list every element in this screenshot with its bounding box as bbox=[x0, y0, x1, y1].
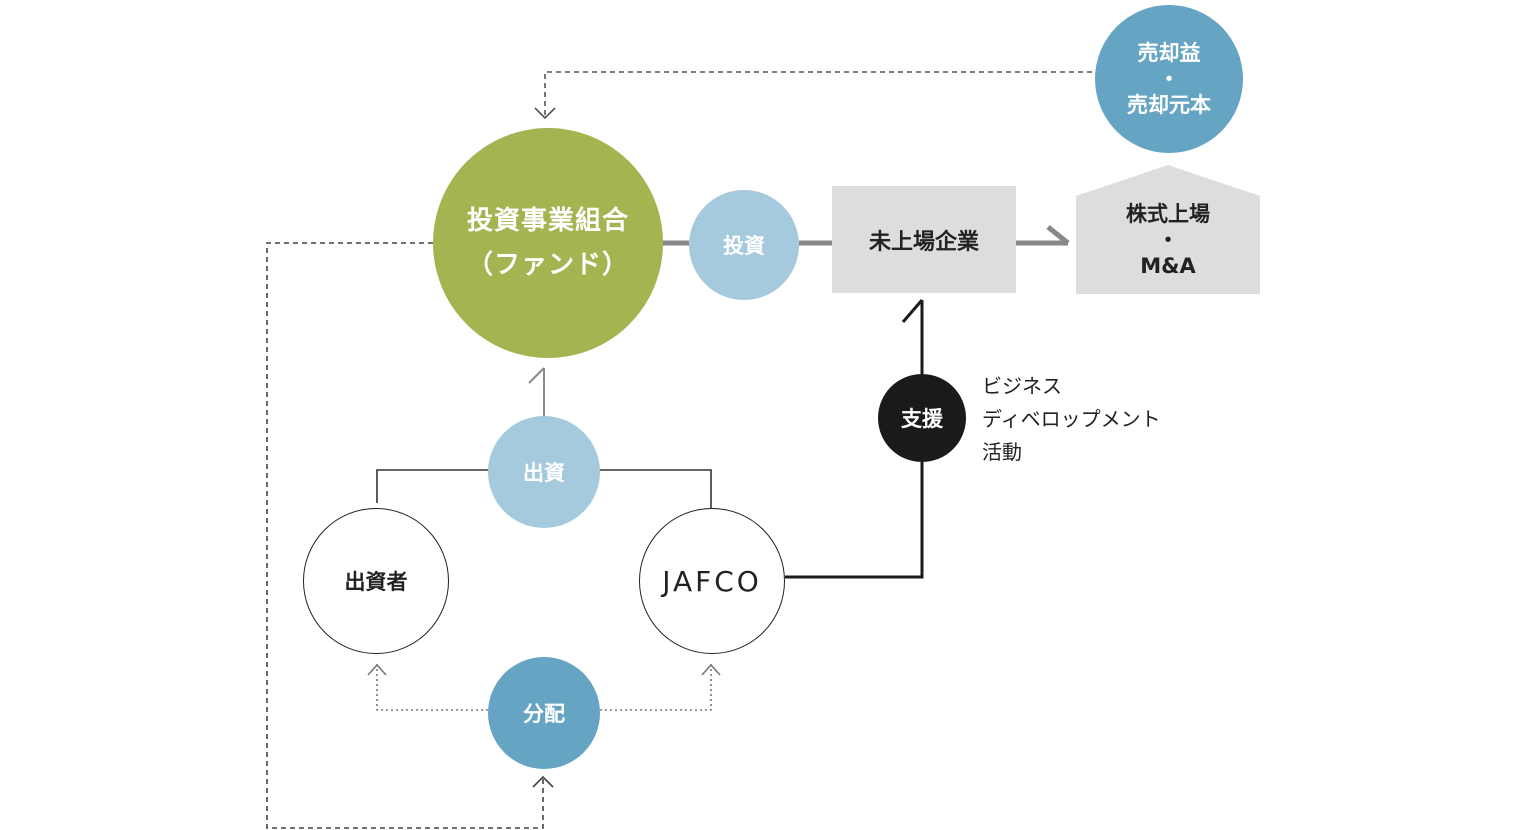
listing-ma-house: 株式上場 ・ M&A bbox=[1076, 165, 1260, 294]
support-note-line3: 活動 bbox=[982, 440, 1022, 464]
distribution-node: 分配 bbox=[488, 657, 600, 769]
business-development-note: ビジネス ディベロップメント 活動 bbox=[982, 370, 1161, 469]
fund-label-line2: （ファンド） bbox=[466, 250, 629, 280]
proceeds-label-line2: 売却元本 bbox=[1127, 93, 1211, 117]
listing-label-line1: 株式上場 bbox=[1126, 201, 1210, 226]
contribution-label: 出資 bbox=[523, 461, 565, 485]
fund-label-line1: 投資事業組合 bbox=[466, 206, 629, 236]
fund-to-distribution-arrowhead bbox=[532, 775, 554, 788]
distribution-to-jafco-dotted-line bbox=[600, 664, 712, 711]
unlisted-company-box: 未上場企業 bbox=[832, 186, 1016, 293]
investor-label: 出資者 bbox=[344, 570, 408, 594]
proceeds-node: 売却益 ・ 売却元本 bbox=[1095, 5, 1243, 153]
investor-node: 出資者 bbox=[303, 508, 449, 654]
support-node: 支援 bbox=[878, 374, 966, 462]
jafco-node: JAFCO bbox=[639, 508, 785, 654]
contribution-node: 出資 bbox=[488, 416, 600, 528]
proceeds-label-line1: 売却益 bbox=[1137, 41, 1201, 65]
fund-node: 投資事業組合 （ファンド） bbox=[433, 128, 663, 358]
support-label: 支援 bbox=[901, 407, 943, 431]
proceeds-label-dot: ・ bbox=[1158, 67, 1180, 91]
support-note-line1: ビジネス bbox=[982, 374, 1062, 398]
jafco-support-line bbox=[785, 462, 924, 579]
invest-label: 投資 bbox=[723, 234, 765, 258]
contribution-to-fund-arrowhead bbox=[528, 367, 545, 384]
invest-node: 投資 bbox=[689, 190, 799, 300]
jafco-label: JAFCO bbox=[662, 564, 762, 598]
fund-to-distribution-dashed-line bbox=[266, 242, 544, 829]
support-note-line2: ディベロップメント bbox=[982, 407, 1161, 431]
listing-label-line2: M&A bbox=[1140, 253, 1196, 278]
proceeds-return-dashed-line bbox=[544, 71, 1092, 118]
distribution-to-jafco-arrowhead bbox=[701, 663, 721, 676]
proceeds-return-arrowhead bbox=[534, 107, 556, 120]
company-label: 未上場企業 bbox=[868, 229, 979, 255]
support-to-company-arrowhead bbox=[901, 299, 924, 323]
company-listing-arrowhead bbox=[1046, 225, 1070, 245]
distribution-to-investor-arrowhead bbox=[367, 663, 387, 676]
distribution-label: 分配 bbox=[523, 702, 565, 726]
listing-label-dot: ・ bbox=[1157, 227, 1179, 252]
distribution-to-investor-dotted-line bbox=[376, 664, 488, 711]
